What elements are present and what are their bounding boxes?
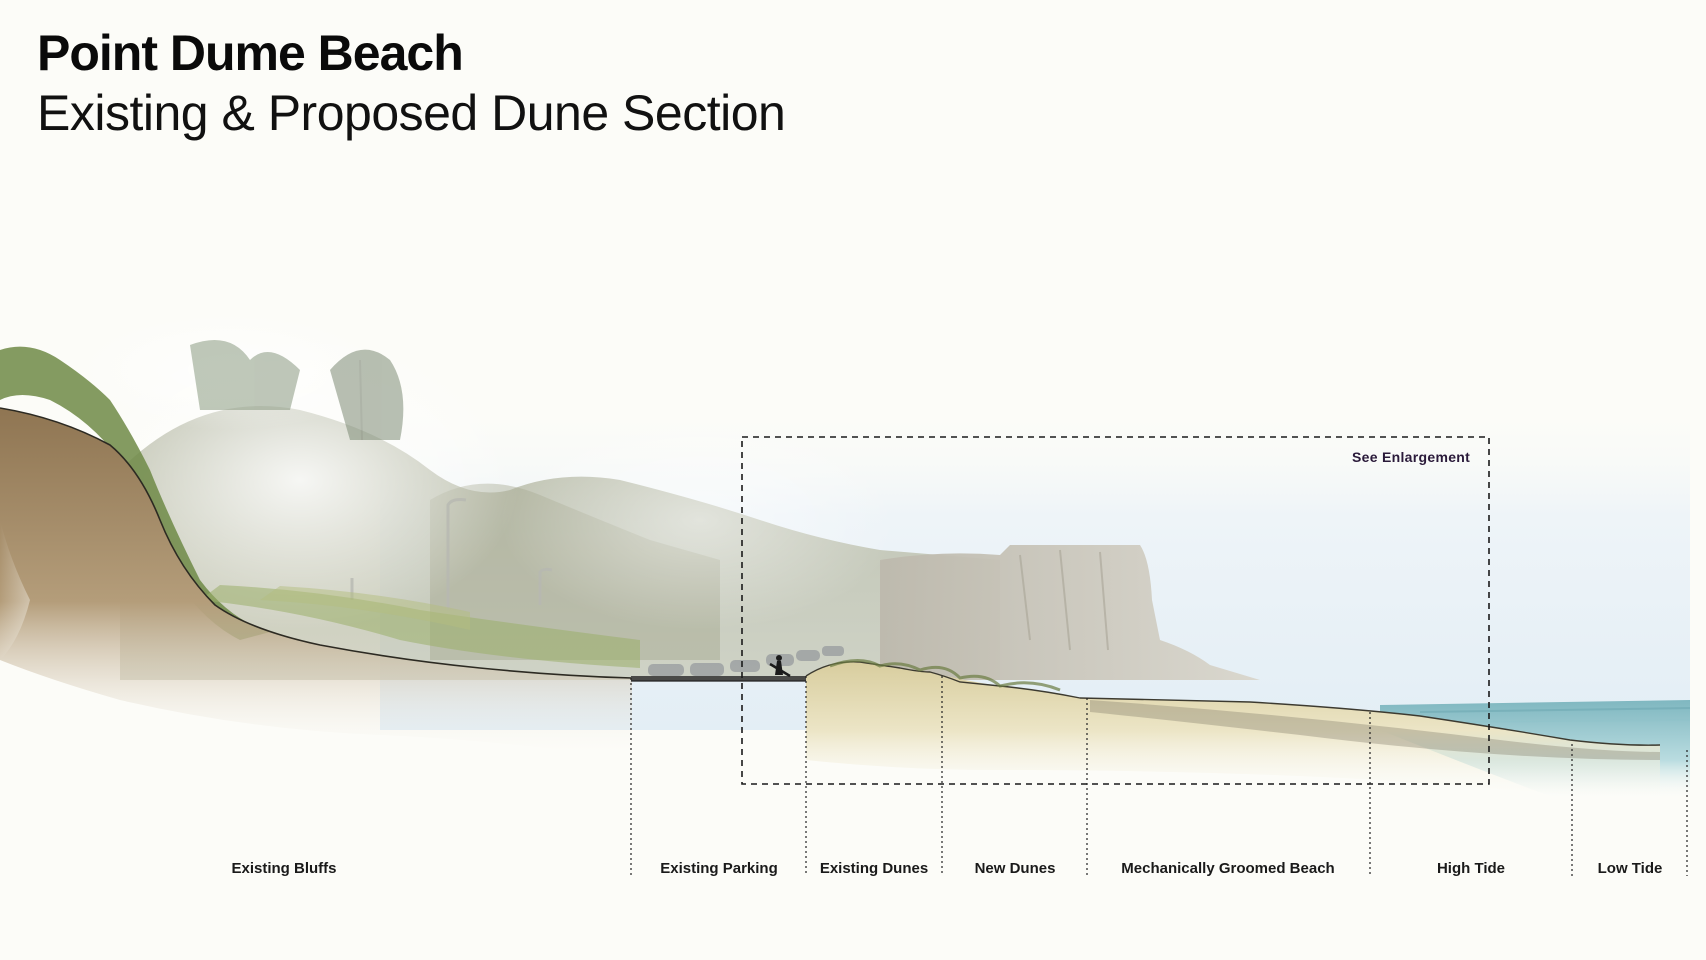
surfer-figure	[769, 655, 791, 678]
existing-bluffs-ground	[0, 407, 633, 760]
zone-label-groomed-beach: Mechanically Groomed Beach	[1121, 860, 1335, 877]
zone-label-new-dunes: New Dunes	[974, 860, 1056, 877]
parking-lot	[631, 646, 844, 682]
see-enlargement-label: See Enlargement	[1352, 449, 1471, 465]
headland-rock	[880, 545, 1260, 680]
zone-label-existing-bluffs: Existing Bluffs	[231, 860, 337, 877]
parked-cars	[648, 646, 844, 676]
title-block: Point Dume Beach Existing & Proposed Dun…	[37, 22, 786, 142]
page-title: Point Dume Beach	[37, 25, 464, 81]
zone-label-high-tide: High Tide	[1436, 860, 1506, 877]
cypress-trees	[190, 340, 404, 441]
page-subtitle: Existing & Proposed Dune Section	[37, 85, 786, 141]
enlargement-box	[741, 436, 1490, 785]
zone-label-low-tide: Low Tide	[1597, 860, 1663, 877]
zone-label-existing-parking: Existing Parking	[660, 860, 778, 877]
sand-profile	[805, 659, 1661, 800]
zone-label-existing-dunes: Existing Dunes	[819, 860, 929, 877]
zone-dividers	[630, 676, 1688, 876]
